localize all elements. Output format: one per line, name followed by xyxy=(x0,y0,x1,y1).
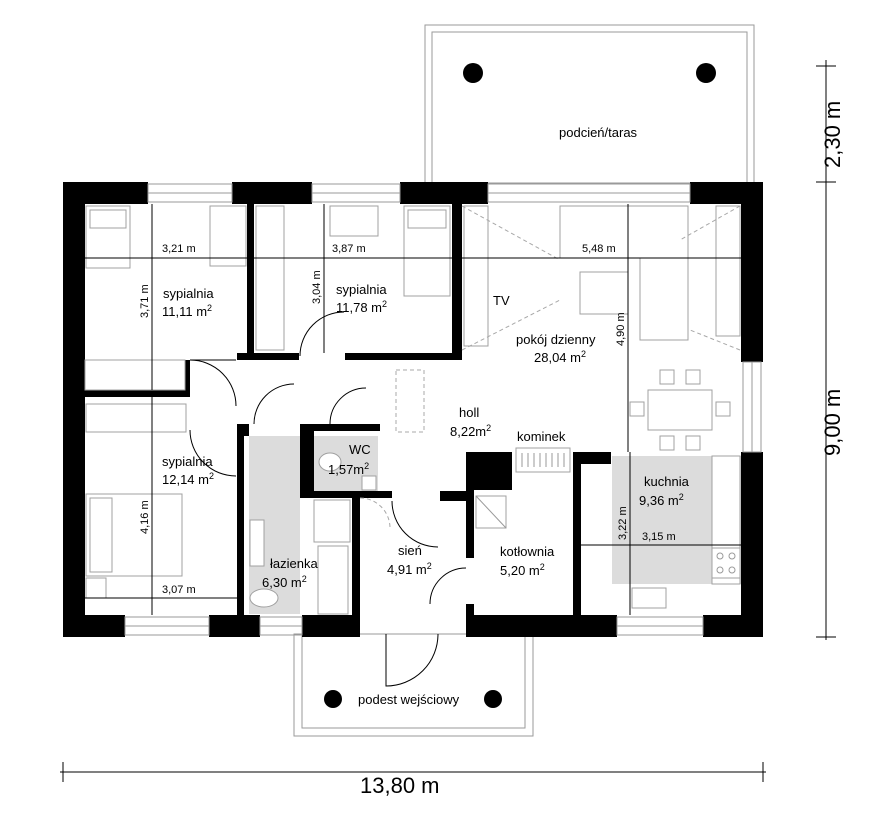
living-width: 5,48 m xyxy=(582,243,616,255)
fireplace xyxy=(515,447,571,473)
toilet-wc xyxy=(318,452,342,472)
kitchen-name: kuchnia xyxy=(644,474,690,489)
vestibule-area: 4,91 m2 xyxy=(387,561,432,577)
furniture xyxy=(84,205,741,615)
bedroom1-name: sypialnia xyxy=(163,286,214,301)
bedroom2-depth: 3,04 m xyxy=(311,270,323,304)
tv-label: TV xyxy=(493,293,510,308)
entrance-platform xyxy=(293,633,534,737)
bathroom-area: 6,30 m2 xyxy=(262,574,307,590)
entrance-label: podest wejściowy xyxy=(358,692,460,707)
terrace-column-right xyxy=(696,63,716,83)
windows xyxy=(124,183,762,636)
hall-name: holl xyxy=(459,405,479,420)
wc-name: WC xyxy=(349,442,371,457)
dining-table xyxy=(647,389,713,431)
interior-walls xyxy=(85,204,611,615)
bedroom2-name: sypialnia xyxy=(336,282,387,297)
fireplace-grill xyxy=(521,453,565,467)
terrace xyxy=(424,24,755,184)
sink-wc xyxy=(361,475,377,491)
bedroom1-depth: 3,71 m xyxy=(139,284,151,318)
vestibule-name: sień xyxy=(398,543,422,558)
toilet-bathroom xyxy=(249,588,279,608)
stove xyxy=(711,547,741,579)
boiler-area: 5,20 m2 xyxy=(500,562,545,578)
bedroom3-width: 3,07 m xyxy=(162,584,196,596)
terrace-depth: 2,30 m xyxy=(820,101,845,168)
overall-depth: 9,00 m xyxy=(820,389,845,456)
sink-bathroom xyxy=(249,519,265,567)
kitchen-width: 3,15 m xyxy=(642,531,676,543)
kitchen-area: 9,36 m2 xyxy=(639,492,684,508)
entrance-column-right xyxy=(484,690,502,708)
bedroom3-name: sypialnia xyxy=(162,454,213,469)
bathtub xyxy=(317,545,349,615)
fireplace-label: kominek xyxy=(517,429,566,444)
hall-area: 8,22m2 xyxy=(450,423,491,439)
shower xyxy=(313,499,351,543)
wc-area: 1,57m2 xyxy=(328,461,369,477)
coffee-table xyxy=(579,271,629,315)
living-guides xyxy=(461,205,741,351)
overall-width: 13,80 m xyxy=(360,773,440,798)
bedroom1-width: 3,21 m xyxy=(162,243,196,255)
desk-bedroom1 xyxy=(209,205,247,267)
terrace-column-left xyxy=(463,63,483,83)
stairs xyxy=(395,369,425,433)
dimension-lines xyxy=(60,60,836,782)
bedroom2-width: 3,87 m xyxy=(332,243,366,255)
exterior-walls xyxy=(63,182,763,637)
doors xyxy=(189,311,467,687)
living-name: pokój dzienny xyxy=(516,332,596,347)
kitchen-depth: 3,22 m xyxy=(617,506,629,540)
living-depth: 4,90 m xyxy=(615,312,627,346)
boiler-name: kotłownia xyxy=(500,544,555,559)
bedroom2-area: 11,78 m2 xyxy=(336,299,387,315)
bedroom3-depth: 4,16 m xyxy=(139,500,151,534)
entrance-column-left xyxy=(324,690,342,708)
sofa xyxy=(559,205,689,259)
bedroom1-area: 11,11 m2 xyxy=(162,303,212,319)
terrace-label: podcień/taras xyxy=(559,125,638,140)
bathroom-name: łazienka xyxy=(270,556,318,571)
living-area: 28,04 m2 xyxy=(534,349,586,365)
bedroom3-area: 12,14 m2 xyxy=(162,471,214,487)
